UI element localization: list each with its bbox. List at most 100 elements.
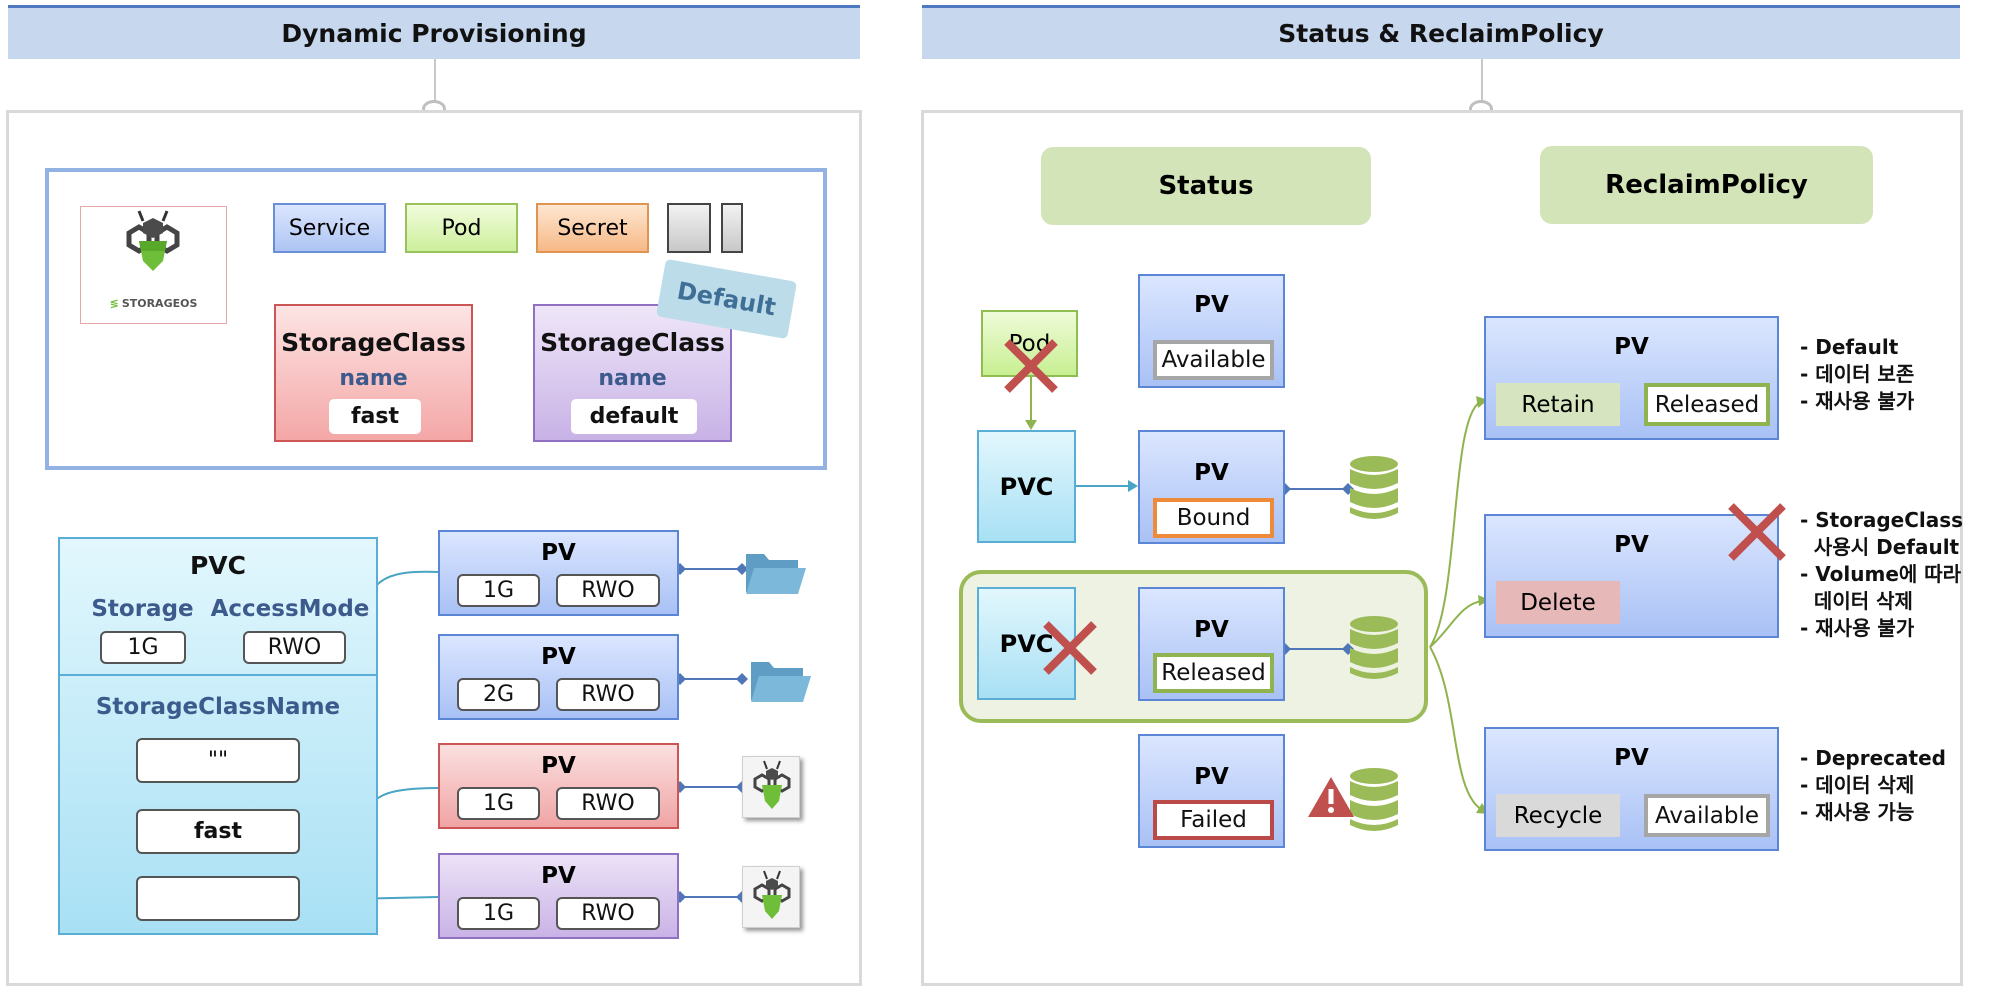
pvc-released-label: PVC	[999, 629, 1054, 658]
pv-mode: RWO	[556, 574, 660, 607]
bee-icon	[753, 760, 791, 809]
storageos-logo-text: STORAGEOS	[121, 296, 198, 310]
pvc-title: PVC	[189, 551, 247, 580]
right-header-connector	[1481, 59, 1483, 102]
pvc-released-box: PVC	[977, 587, 1076, 700]
pv-title: PV	[1614, 745, 1649, 771]
pv-default-1g-rwo: PV 1G RWO	[438, 853, 679, 939]
pv-title: PV	[541, 540, 576, 566]
pvc-bound-label: PVC	[999, 472, 1054, 501]
pvc-accessmode-label: AccessMode	[210, 596, 370, 622]
policy-delete-chip: Delete	[1496, 581, 1620, 624]
pv-title: PV	[1614, 532, 1649, 558]
policy-retain-chip: Retain	[1496, 383, 1620, 426]
pvc-bound-box: PVC	[977, 430, 1076, 543]
service-label: Service	[288, 215, 371, 241]
status-failed-chip: Failed	[1153, 800, 1274, 840]
pv-size: 1G	[457, 787, 540, 820]
pv-title: PV	[541, 863, 576, 889]
storageclass-fast-title: StorageClass	[281, 328, 466, 357]
pv-title: PV	[1194, 460, 1229, 486]
secret-label: Secret	[557, 215, 628, 241]
database-icon	[1350, 768, 1398, 831]
left-section-title: Dynamic Provisioning	[281, 19, 587, 48]
database-icon	[1350, 616, 1398, 679]
folder-icon	[746, 554, 806, 594]
pv-status-available: PV Available	[1138, 274, 1285, 388]
pvc-storage-value: 1G	[100, 631, 186, 664]
storageos-volume-icon	[742, 756, 800, 818]
pod-label: Pod	[441, 215, 482, 241]
delete-x-icon	[1043, 621, 1097, 675]
pvc-box: PVC Storage AccessMode 1G RWO StorageCla…	[58, 537, 378, 935]
pv-status-failed: PV Failed	[1138, 734, 1285, 848]
storageclass-default-name-value: default	[571, 399, 697, 434]
reclaimpolicy-column-header: ReclaimPolicy	[1540, 146, 1873, 224]
status-released-chip: Released	[1153, 653, 1274, 693]
status-column-title: Status	[1158, 171, 1254, 201]
storageclass-default-title: StorageClass	[540, 328, 725, 357]
pv-policy-retain: PV Retain Released	[1484, 316, 1779, 440]
pv-policy-delete: PV Delete	[1484, 514, 1779, 638]
pv-2g-rwo: PV 2G RWO	[438, 634, 679, 720]
storageclass-default-name-label: name	[598, 366, 667, 391]
storageclass-fast-name-value: fast	[329, 399, 421, 434]
policy-retain-notes: - Default - 데이터 보존 - 재사용 불가	[1800, 335, 1915, 413]
right-section-title: Status & ReclaimPolicy	[1278, 19, 1604, 48]
right-panel	[921, 110, 1963, 986]
left-section-header: Dynamic Provisioning	[8, 5, 860, 59]
storageos-logo-mark: ≶	[109, 296, 119, 310]
storageclass-fast: StorageClass name fast	[274, 304, 473, 442]
pod-resource: Pod	[405, 203, 518, 253]
pv-mode: RWO	[556, 897, 660, 930]
pv-title: PV	[1194, 617, 1229, 643]
storageos-bee-icon	[126, 210, 180, 271]
pv-title: PV	[1614, 334, 1649, 360]
pv-mode: RWO	[556, 678, 660, 711]
pv-fast-1g-rwo: PV 1G RWO	[438, 743, 679, 829]
storageos-volume-icon	[742, 866, 800, 928]
policy-retain-status-chip: Released	[1644, 383, 1770, 426]
status-bound-chip: Bound	[1153, 498, 1274, 538]
policy-recycle-chip: Recycle	[1496, 794, 1620, 837]
pv-title: PV	[541, 753, 576, 779]
pv-title: PV	[541, 644, 576, 670]
reclaimpolicy-column-title: ReclaimPolicy	[1605, 170, 1808, 200]
secret-resource: Secret	[536, 203, 649, 253]
delete-x-icon	[1004, 339, 1058, 393]
pvc-classname-option-empty-string: ""	[136, 738, 300, 783]
pv-status-released: PV Released	[1138, 587, 1285, 701]
folder-icon	[751, 662, 811, 702]
pv-size: 1G	[457, 574, 540, 607]
pvc-storage-label: Storage	[91, 596, 194, 622]
pvc-classname-option-blank	[136, 876, 300, 921]
policy-delete-notes: - StorageClass 사용시 Default - Volume에 따라 …	[1800, 508, 1964, 640]
left-header-connector	[434, 59, 436, 102]
pv-status-bound: PV Bound	[1138, 430, 1285, 544]
storageos-logo: ≶ STORAGEOS	[80, 206, 227, 324]
pv-title: PV	[1194, 764, 1229, 790]
pvc-classname-label: StorageClassName	[95, 694, 341, 720]
pvc-classname-option-fast: fast	[136, 809, 300, 854]
status-column-header: Status	[1041, 147, 1371, 225]
storageclass-default: StorageClass name default	[533, 304, 732, 442]
pv-1g-rwo: PV 1G RWO	[438, 530, 679, 616]
right-section-header: Status & ReclaimPolicy	[922, 5, 1960, 59]
pvc-divider	[60, 674, 376, 676]
pv-title: PV	[1194, 292, 1229, 318]
status-available-chip: Available	[1153, 340, 1274, 380]
pvc-accessmode-value: RWO	[243, 631, 346, 664]
resource-placeholder-small	[721, 203, 743, 253]
policy-recycle-status-chip: Available	[1644, 794, 1770, 837]
pv-mode: RWO	[556, 787, 660, 820]
warning-icon	[1308, 777, 1354, 817]
policy-recycle-notes: - Deprecated - 데이터 삭제 - 재사용 가능	[1800, 746, 1946, 824]
delete-x-icon	[1728, 503, 1786, 561]
database-icon	[1350, 456, 1398, 519]
bee-icon	[753, 870, 791, 919]
resource-placeholder-large	[667, 203, 711, 253]
pv-policy-recycle: PV Recycle Available	[1484, 727, 1779, 851]
pv-size: 1G	[457, 897, 540, 930]
pv-size: 2G	[457, 678, 540, 711]
